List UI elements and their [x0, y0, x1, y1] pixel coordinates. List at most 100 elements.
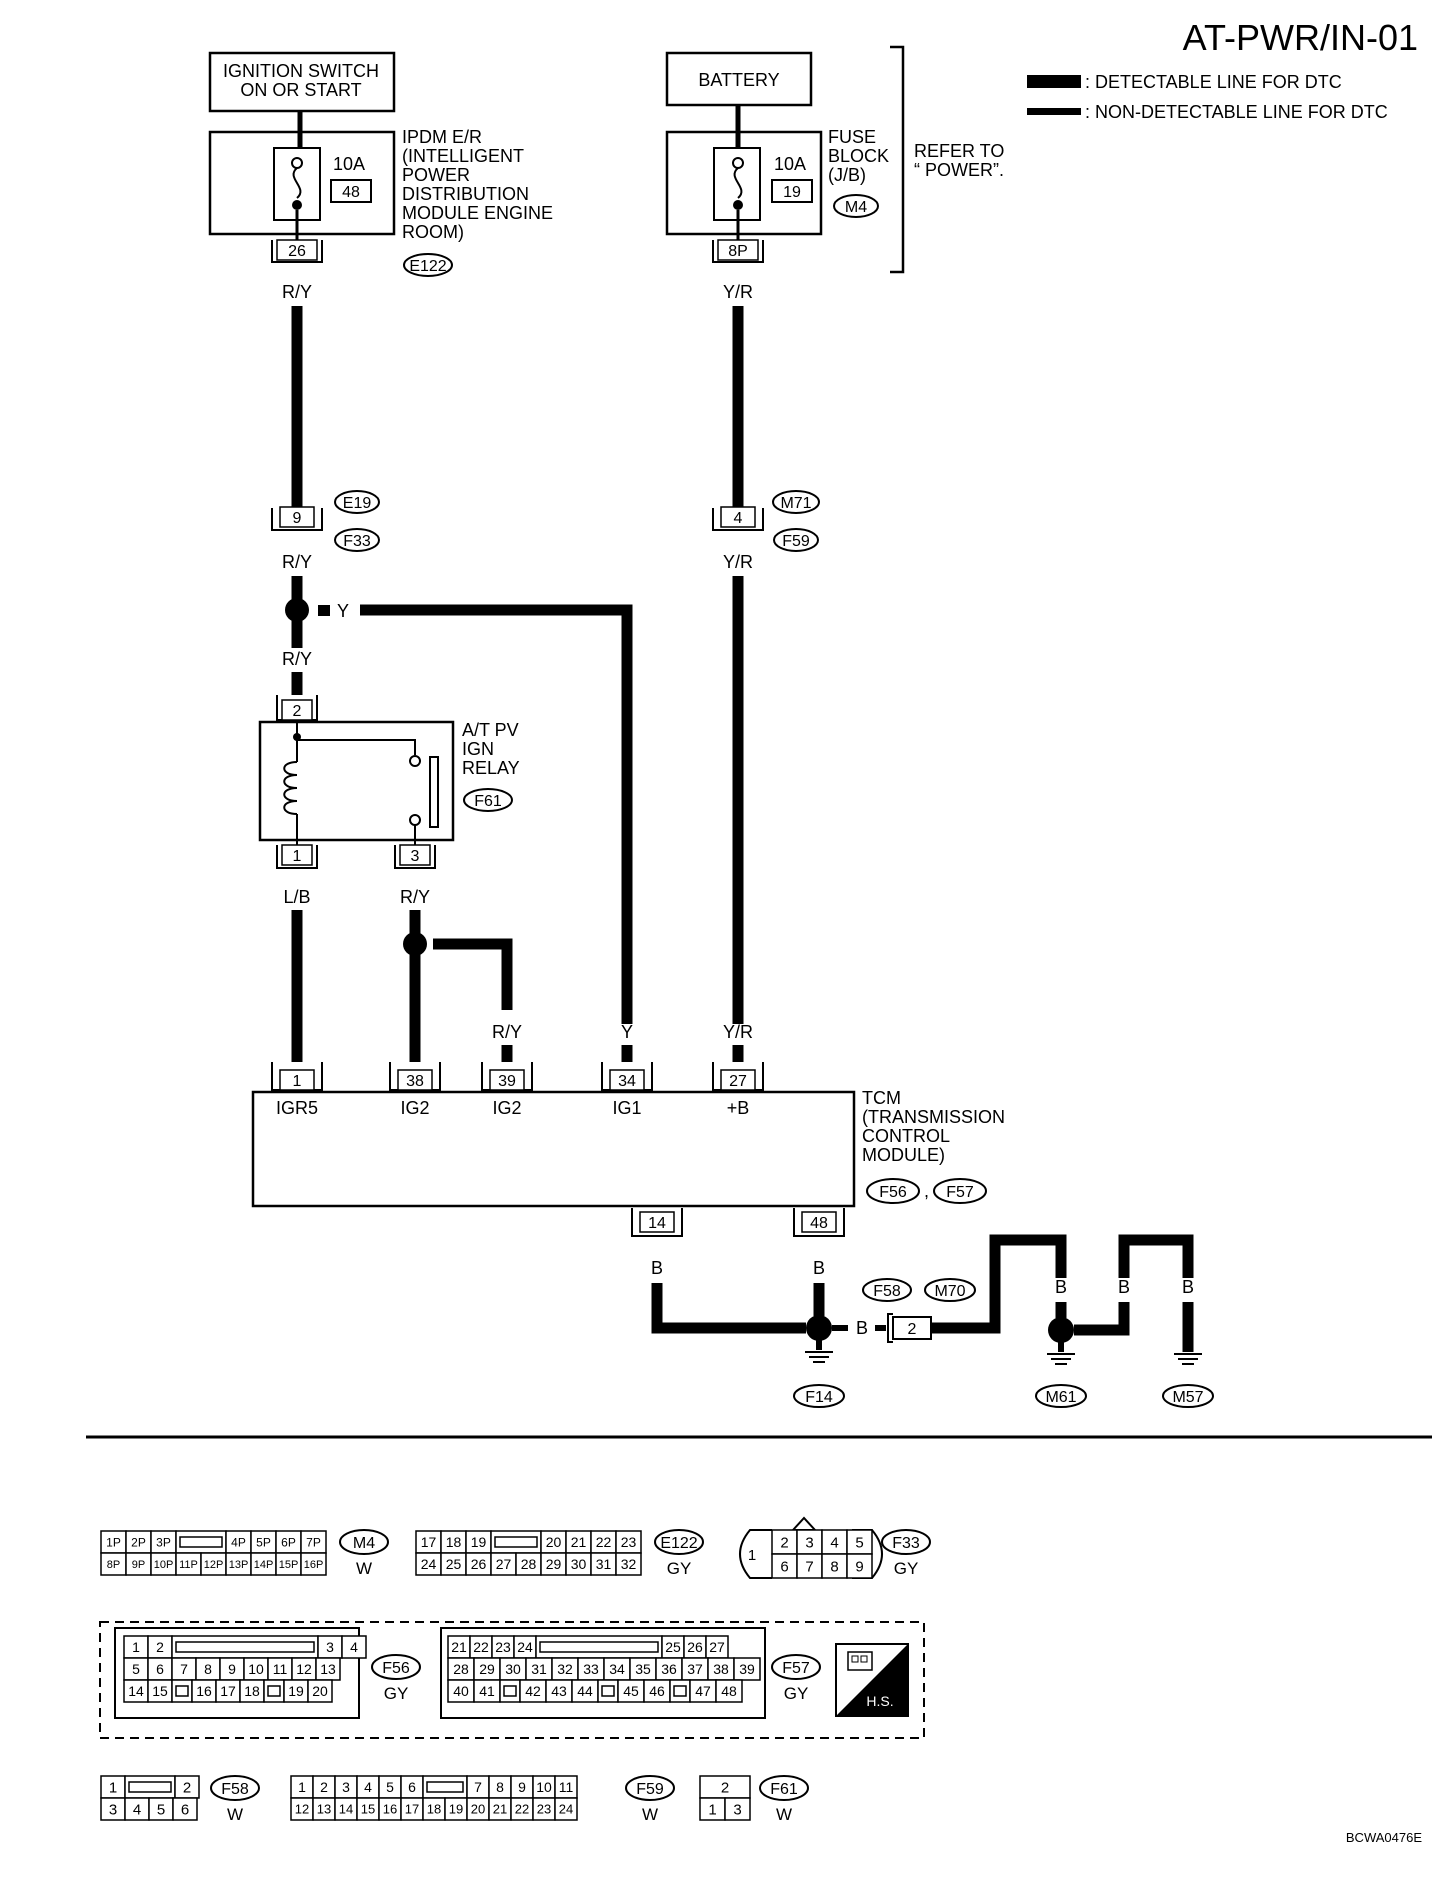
- cavity-number: 9P: [132, 1559, 145, 1571]
- ground-f14: F14: [805, 1389, 833, 1406]
- ground-m61-icon: [1047, 1353, 1075, 1365]
- connector-id: E122: [660, 1535, 697, 1552]
- wire-ry-ig2-b: [433, 938, 513, 1010]
- wire-b-m57: [1118, 1234, 1194, 1278]
- tcm-desc-1: (TRANSMISSION: [862, 1107, 1005, 1127]
- relay-connector: F61: [474, 793, 502, 810]
- cavity-number: 3: [805, 1534, 813, 1551]
- connector-color: W: [642, 1805, 658, 1824]
- ipdm-description: IPDM E/R (INTELLIGENT POWER DISTRIBUTION…: [402, 127, 553, 277]
- cavity-number: 15: [152, 1683, 168, 1699]
- cavity-number: 44: [577, 1683, 593, 1699]
- connector-cavity: [341, 1635, 367, 1659]
- fuse-block-connector: M4: [845, 199, 867, 216]
- cavity-number: 12P: [204, 1559, 224, 1571]
- tcm-pin-1: 1: [293, 1073, 302, 1090]
- connector-cavity: [172, 1797, 198, 1821]
- connector-key: [490, 1530, 542, 1554]
- cavity-number: 6: [408, 1779, 416, 1795]
- cavity-number: 22: [515, 1802, 529, 1817]
- wire-label-yr-2: Y/R: [723, 552, 753, 572]
- battery-box: BATTERY: [665, 51, 813, 107]
- cavity-number: 10P: [154, 1559, 174, 1571]
- cavity-number: 31: [531, 1661, 547, 1677]
- connector-id: F33: [892, 1535, 920, 1552]
- ground-splice-m61: [1048, 1317, 1074, 1343]
- cavity-number: 22: [473, 1639, 489, 1655]
- cavity-number: 45: [623, 1683, 639, 1699]
- cavity-number: 19: [471, 1534, 487, 1550]
- ignition-switch-box: IGNITION SWITCH ON OR START: [208, 51, 396, 113]
- cavity-number: 40: [453, 1683, 469, 1699]
- ipdm-er: 10A 48: [208, 130, 396, 236]
- cavity-number: 7: [805, 1558, 813, 1575]
- connector-id-oval: [371, 1654, 421, 1680]
- fuse-block-fuse-amps: 10A: [774, 154, 806, 174]
- cavity-number: 10: [536, 1779, 552, 1795]
- legend-detectable: : DETECTABLE LINE FOR DTC: [1085, 72, 1342, 92]
- tcm-connector-f57: F57: [946, 1184, 974, 1201]
- tcm-description: TCM (TRANSMISSION CONTROL MODULE) F56 , …: [862, 1088, 1005, 1204]
- ipdm-connector: E122: [409, 258, 446, 275]
- cavity-number: 6P: [281, 1535, 296, 1549]
- connector-cavity: [300, 1552, 327, 1576]
- fuse-block-desc-0: FUSE: [828, 127, 876, 147]
- connector-latch: [426, 1781, 464, 1793]
- tcm-desc-2: CONTROL: [862, 1126, 950, 1146]
- connector-latch: [673, 1685, 687, 1697]
- cavity-number: 29: [479, 1661, 495, 1677]
- connector-key: [669, 1679, 691, 1703]
- wire-label-lb: L/B: [283, 887, 310, 907]
- cavity-number: 1: [132, 1639, 140, 1655]
- joint-right-top: M71: [780, 495, 811, 512]
- figure-code: BCWA0476E: [1346, 1830, 1422, 1845]
- connector-cavity: [796, 1529, 823, 1555]
- cavity-number: 22: [596, 1534, 612, 1550]
- tcm-pin-34: 34: [618, 1073, 636, 1090]
- connector-cavity: [554, 1797, 578, 1821]
- cavity-number: 8: [830, 1558, 838, 1575]
- tcm-pin-39: 39: [498, 1073, 516, 1090]
- connector-id: F59: [636, 1781, 664, 1798]
- wire-label-y: Y: [621, 1022, 633, 1042]
- joint-m71-f59: 4 M71 F59: [712, 490, 820, 552]
- relay-pin-top: 2: [293, 703, 302, 720]
- cavity-number: 24: [421, 1556, 437, 1572]
- joint-left-bottom: F33: [343, 533, 371, 550]
- connector-id-oval: [339, 1529, 389, 1555]
- connector-latch: [175, 1641, 315, 1653]
- refer-line-1: “ POWER”.: [914, 160, 1004, 180]
- cavity-number: 1: [298, 1779, 306, 1795]
- connector-id: F58: [221, 1781, 249, 1798]
- cavity-number: 7: [474, 1779, 482, 1795]
- connector-latch: [175, 1685, 189, 1697]
- cavity-number: 18: [427, 1802, 441, 1817]
- cavity-number: 3: [733, 1801, 741, 1818]
- cavity-number: 32: [621, 1556, 637, 1572]
- connector-id-oval: [210, 1775, 260, 1801]
- wire-label-yr-3: Y/R: [723, 1022, 753, 1042]
- connector-key: [422, 1775, 468, 1799]
- cavity-number: 25: [446, 1556, 462, 1572]
- tcm-desc-3: MODULE): [862, 1145, 945, 1165]
- fuse-block-desc-2: (J/B): [828, 165, 866, 185]
- tcm-pin-name-b: +B: [727, 1098, 750, 1118]
- relay-coil-icon: [283, 761, 298, 815]
- ipdm-desc-1: (INTELLIGENT: [402, 146, 524, 166]
- cavity-number: 28: [521, 1556, 537, 1572]
- relay-pin-left: 1: [293, 848, 302, 865]
- wire-label-ry-5: R/Y: [492, 1022, 522, 1042]
- fuse-block-jb: 10A 19: [665, 130, 823, 236]
- cavity-number: 1P: [106, 1535, 121, 1549]
- cavity-number: 34: [609, 1661, 625, 1677]
- connector-cavity: [724, 1797, 751, 1821]
- cavity-number: 6: [780, 1558, 788, 1575]
- cavity-number: 9: [855, 1558, 863, 1575]
- cavity-number: 8: [204, 1661, 212, 1677]
- wire-y: [360, 604, 633, 1024]
- wire-label-y-branch: Y: [337, 601, 349, 621]
- ground-m57-icon: [1174, 1353, 1202, 1365]
